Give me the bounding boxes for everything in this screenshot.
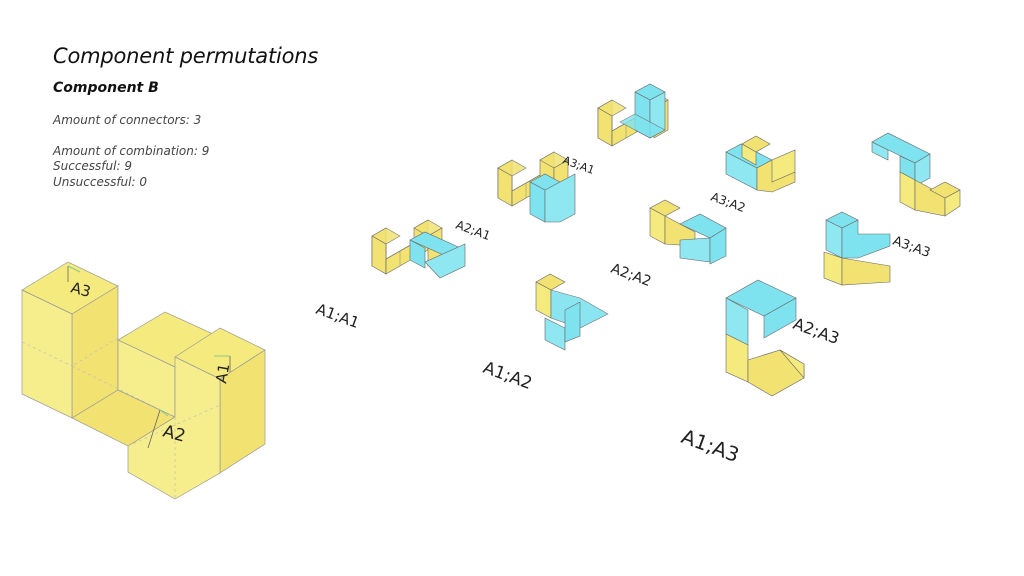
permutation-a3-a1-model [597,83,669,147]
pair-label-a1-a2: A1;A2 [480,358,534,394]
pair-label-a2-a3: A2;A3 [791,314,842,348]
component-b-model: A3 A2 A1 [21,261,266,500]
unsuccessful-count: Unsuccessful: 0 [53,175,147,189]
connectors-count: Amount of connectors: 3 [53,113,202,127]
pair-label-a1-a3: A1;A3 [678,424,742,467]
successful-count: Successful: 9 [53,159,132,173]
permutation-a3-a1-model-2 [497,151,576,223]
permutation-a2-a2-model [649,199,727,265]
permutation-a1-a3-model [725,279,805,397]
permutation-a3-a3-model [871,132,961,217]
pair-label-a3-a2: A3;A2 [709,190,747,215]
component-subtitle: Component B [53,80,159,96]
pair-label-a1-a1: A1;A1 [314,300,362,332]
permutation-a2-a1-model [371,219,466,279]
pair-label-a3-a3: A3;A3 [891,234,933,261]
permutation-a2-a3-model-top [823,211,891,286]
page-title: Component permutations [53,44,319,68]
pair-label-a2-a2: A2;A2 [609,261,654,290]
permutation-a3-a2-model [725,135,796,193]
permutation-a1-a2-model [535,273,609,351]
connector-label-a1: A1 [212,362,233,385]
combinations-count: Amount of combination: 9 [53,144,210,158]
pair-label-a2-a1: A2;A1 [454,218,492,243]
connector-label-a3: A3 [69,278,93,301]
